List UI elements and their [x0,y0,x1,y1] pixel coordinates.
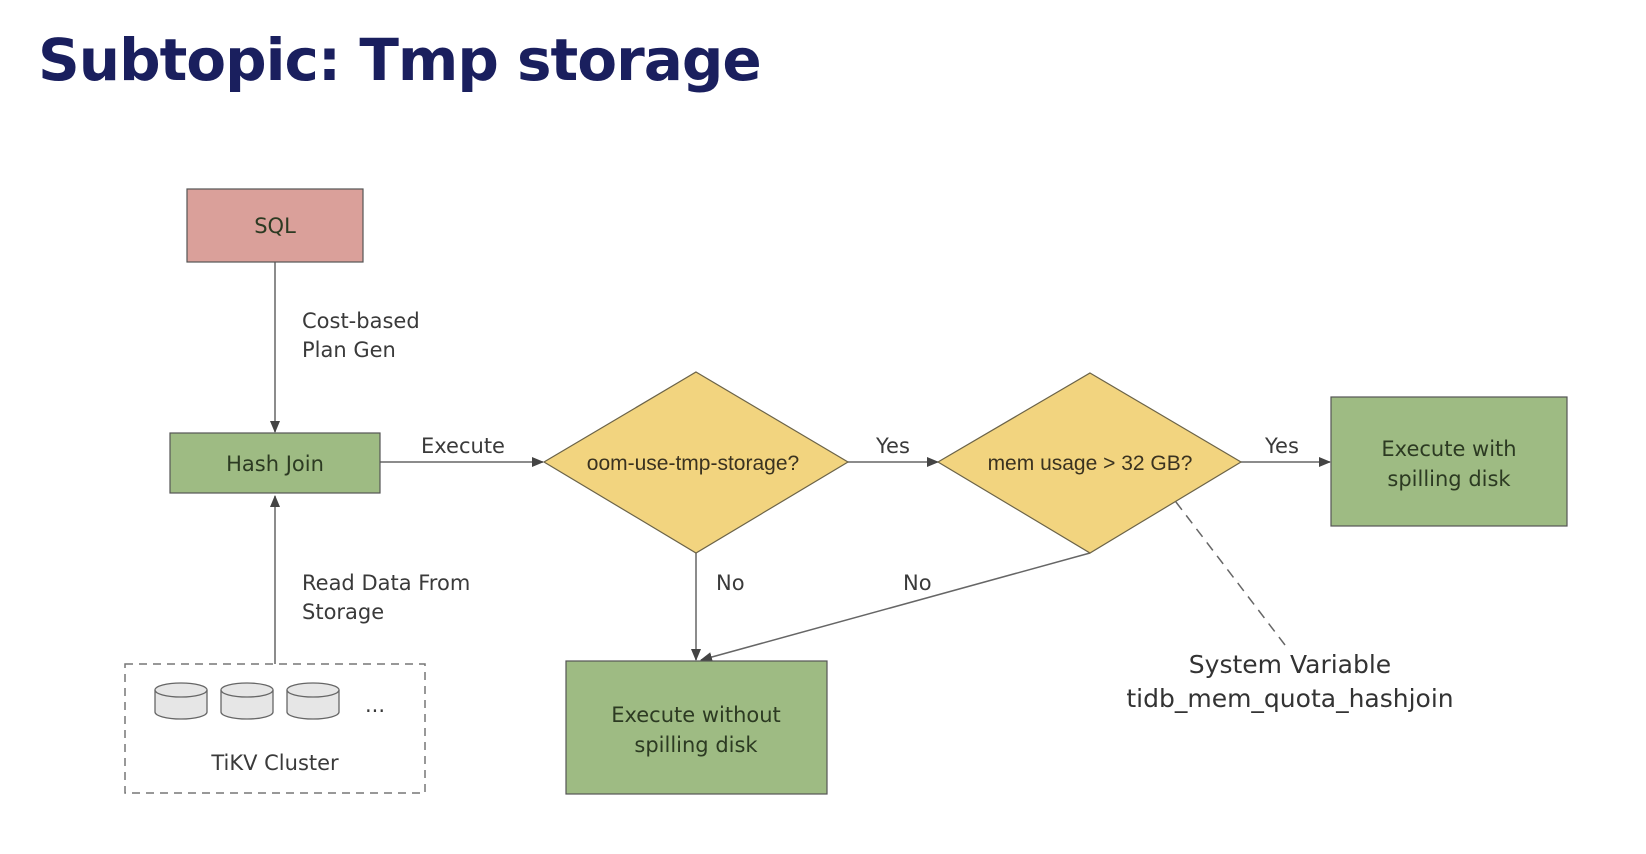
decision-mem-usage: mem usage > 32 GB? [936,372,1243,554]
edge-label-yes-2: Yes [1264,434,1299,458]
edge-label-read-data-line2: Storage [302,600,384,624]
node-sql: SQL [186,188,364,263]
node-tikv-cluster: ... TiKV Cluster [124,663,426,794]
decision-mem-label: mem usage > 32 GB? [988,452,1193,475]
node-execute-with-spilling: Execute with spilling disk [1330,396,1568,527]
edge-label-execute: Execute [421,434,505,458]
database-icon [154,682,208,720]
node-exec-without-line1: Execute without [611,703,781,727]
edge-system-variable [1162,484,1286,646]
tikv-cluster-label: TiKV Cluster [210,751,339,775]
annotation-variable-name: tidb_mem_quota_hashjoin [1126,684,1453,713]
tikv-ellipsis: ... [365,693,385,717]
decision-oom-use-tmp-storage: oom-use-tmp-storage? [542,371,850,554]
annotation-system-variable: System Variable [1189,650,1391,679]
edge-no-2 [700,552,1091,662]
node-sql-label: SQL [254,214,296,238]
slide-title: Subtopic: Tmp storage [38,26,762,94]
node-exec-with-line2: spilling disk [1387,467,1511,491]
node-hash-join-label: Hash Join [226,452,324,476]
node-hash-join: Hash Join [169,432,381,494]
decision-oom-label: oom-use-tmp-storage? [587,452,799,475]
edge-label-read-data-line1: Read Data From [302,571,470,595]
edge-label-no-1: No [716,571,745,595]
node-exec-with-line1: Execute with [1381,437,1516,461]
node-execute-without-spilling: Execute without spilling disk [565,660,828,795]
node-exec-without-line2: spilling disk [634,733,758,757]
edge-label-no-2: No [903,571,932,595]
edge-label-plan-gen-line2: Plan Gen [302,338,396,362]
edge-label-plan-gen-line1: Cost-based [302,309,420,333]
database-icon [220,682,274,720]
edge-label-yes-1: Yes [875,434,910,458]
database-icon [286,682,340,720]
